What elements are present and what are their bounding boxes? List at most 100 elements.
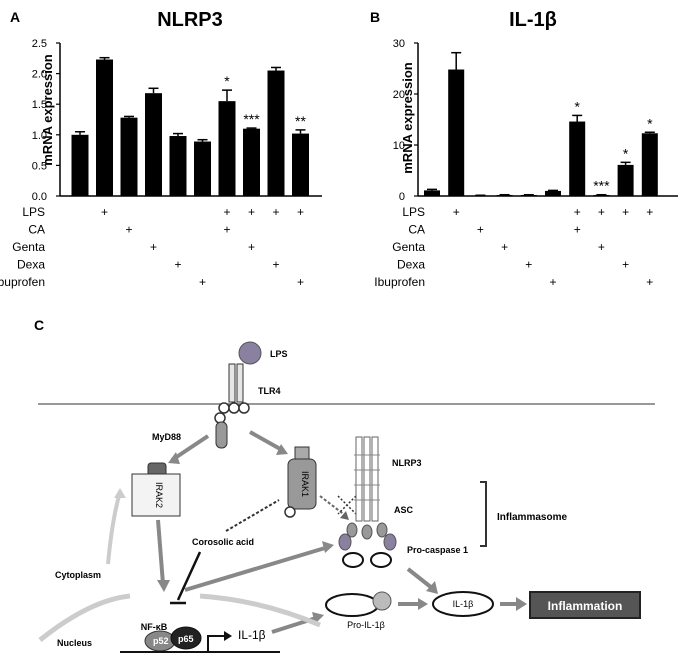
treatment-plus: + bbox=[223, 205, 230, 219]
treatment-plus: + bbox=[272, 205, 279, 219]
panel-b-label: B bbox=[370, 9, 380, 25]
arrow-head-casp bbox=[426, 581, 438, 594]
significance-label: *** bbox=[593, 178, 610, 194]
corosolic-inhibit-irak1 bbox=[225, 499, 280, 532]
treatment-plus: + bbox=[622, 258, 629, 272]
inflammation-label: Inflammation bbox=[548, 599, 623, 613]
treatment-plus: + bbox=[598, 205, 605, 219]
treatment-label: LPS bbox=[22, 205, 45, 219]
irak1-phospho bbox=[284, 506, 296, 518]
tlr4-chain-left bbox=[228, 363, 236, 403]
dotted-head bbox=[340, 511, 349, 520]
bar bbox=[641, 133, 658, 196]
significance-label: * bbox=[224, 73, 230, 89]
y-tick-label: 1.0 bbox=[32, 130, 47, 142]
irak2-label: IRAK2 bbox=[154, 482, 164, 508]
nlrp3-complex bbox=[338, 436, 397, 568]
nlrp3-strand-2 bbox=[363, 436, 371, 522]
tlr4-tir-1 bbox=[218, 402, 230, 414]
panel-a-label: A bbox=[10, 9, 20, 25]
y-tick-label: 10 bbox=[393, 140, 405, 152]
significance-label: *** bbox=[243, 111, 260, 127]
treatment-label: Dexa bbox=[397, 258, 425, 272]
corosolic-inhibit-nfkb bbox=[176, 551, 202, 601]
procaspase-label: Pro-caspase 1 bbox=[407, 545, 468, 555]
treatment-plus: + bbox=[453, 205, 460, 219]
bar bbox=[496, 194, 513, 196]
bar bbox=[424, 190, 440, 196]
bar bbox=[617, 164, 634, 196]
caspase-domain-2 bbox=[383, 533, 397, 551]
chart-a-plot: 0.00.51.01.52.02.5+++++*++***++++**++LPS… bbox=[0, 38, 322, 289]
treatment-plus: + bbox=[101, 205, 108, 219]
treatment-plus: + bbox=[477, 223, 484, 237]
bar bbox=[267, 70, 285, 196]
inhibition-cross-2 bbox=[337, 495, 357, 515]
dotted-irak1-inflammasome bbox=[319, 495, 347, 517]
treatment-plus: + bbox=[549, 275, 556, 289]
chart-b-ylabel: mRNA expression bbox=[400, 62, 415, 174]
y-tick-label: 0 bbox=[399, 191, 405, 203]
bar bbox=[169, 136, 187, 196]
pro-il1b-label: Pro-IL-1β bbox=[347, 620, 385, 630]
treatment-plus: + bbox=[248, 240, 255, 254]
y-tick-label: 2.0 bbox=[32, 69, 47, 81]
tlr4-tir-2 bbox=[228, 402, 240, 414]
il1b-gene-label: IL-1β bbox=[238, 628, 266, 642]
caspase-loop-2 bbox=[370, 552, 392, 568]
tlr4-tir-4 bbox=[214, 412, 226, 424]
bar bbox=[569, 121, 586, 196]
nuclear-envelope-3 bbox=[106, 491, 122, 565]
inflammation-box bbox=[529, 591, 641, 619]
y-tick-label: 30 bbox=[393, 38, 405, 50]
treatment-plus: + bbox=[622, 205, 629, 219]
envelope-arrow bbox=[114, 488, 126, 498]
treatment-label: CA bbox=[408, 223, 425, 237]
nlrp3-strand-3 bbox=[371, 436, 379, 522]
asc-domain-2 bbox=[361, 524, 373, 540]
tlr4-tir-3 bbox=[238, 402, 250, 414]
arrow-head-inflammation bbox=[516, 597, 527, 611]
treatment-plus: + bbox=[174, 258, 181, 272]
nucleus-label: Nucleus bbox=[57, 638, 92, 648]
treatment-label: Genta bbox=[392, 240, 425, 254]
arrow-nfkb-inflammasome bbox=[184, 546, 326, 592]
p65-subunit bbox=[170, 626, 202, 650]
treatment-plus: + bbox=[525, 258, 532, 272]
transcription-start bbox=[207, 635, 226, 652]
treatment-label: LPS bbox=[402, 205, 425, 219]
bar bbox=[520, 194, 537, 196]
panel-c-label: C bbox=[34, 317, 44, 333]
treatment-plus: + bbox=[223, 223, 230, 237]
arrow-myd88-irak2 bbox=[170, 434, 210, 462]
treatment-label: Ibuprofen bbox=[0, 275, 45, 289]
nlrp3-label: NLRP3 bbox=[392, 458, 422, 468]
arrow-myd88-irak1 bbox=[249, 430, 283, 452]
y-tick-label: 20 bbox=[393, 89, 405, 101]
y-tick-label: 0.0 bbox=[32, 191, 47, 203]
arrow-head-inflammasome bbox=[322, 541, 334, 553]
treatment-plus: + bbox=[125, 223, 132, 237]
bar bbox=[71, 134, 89, 196]
nuclear-envelope-2 bbox=[199, 593, 321, 628]
chart-a-title: NLRP3 bbox=[157, 9, 223, 31]
chart-b-plot: 0102030+++++*++***++*++*++LPSCAGentaDexa… bbox=[374, 38, 678, 289]
asc-domain-3 bbox=[376, 522, 388, 538]
myd88-shape bbox=[215, 421, 228, 449]
p65-label: p65 bbox=[178, 634, 194, 644]
nfkb-label: NF-κB bbox=[141, 622, 168, 632]
bar bbox=[218, 101, 236, 196]
lps-molecule-icon bbox=[238, 341, 262, 365]
asc-domain-1 bbox=[346, 522, 358, 538]
treatment-plus: + bbox=[150, 240, 157, 254]
treatment-plus: + bbox=[598, 240, 605, 254]
irak1-body bbox=[287, 458, 317, 510]
bar bbox=[593, 194, 610, 196]
asc-label: ASC bbox=[394, 505, 414, 515]
treatment-plus: + bbox=[297, 205, 304, 219]
nuclear-envelope-1 bbox=[38, 593, 131, 642]
inflammasome-bracket bbox=[480, 481, 487, 547]
y-tick-label: 1.5 bbox=[32, 99, 47, 111]
treatment-plus: + bbox=[646, 205, 653, 219]
